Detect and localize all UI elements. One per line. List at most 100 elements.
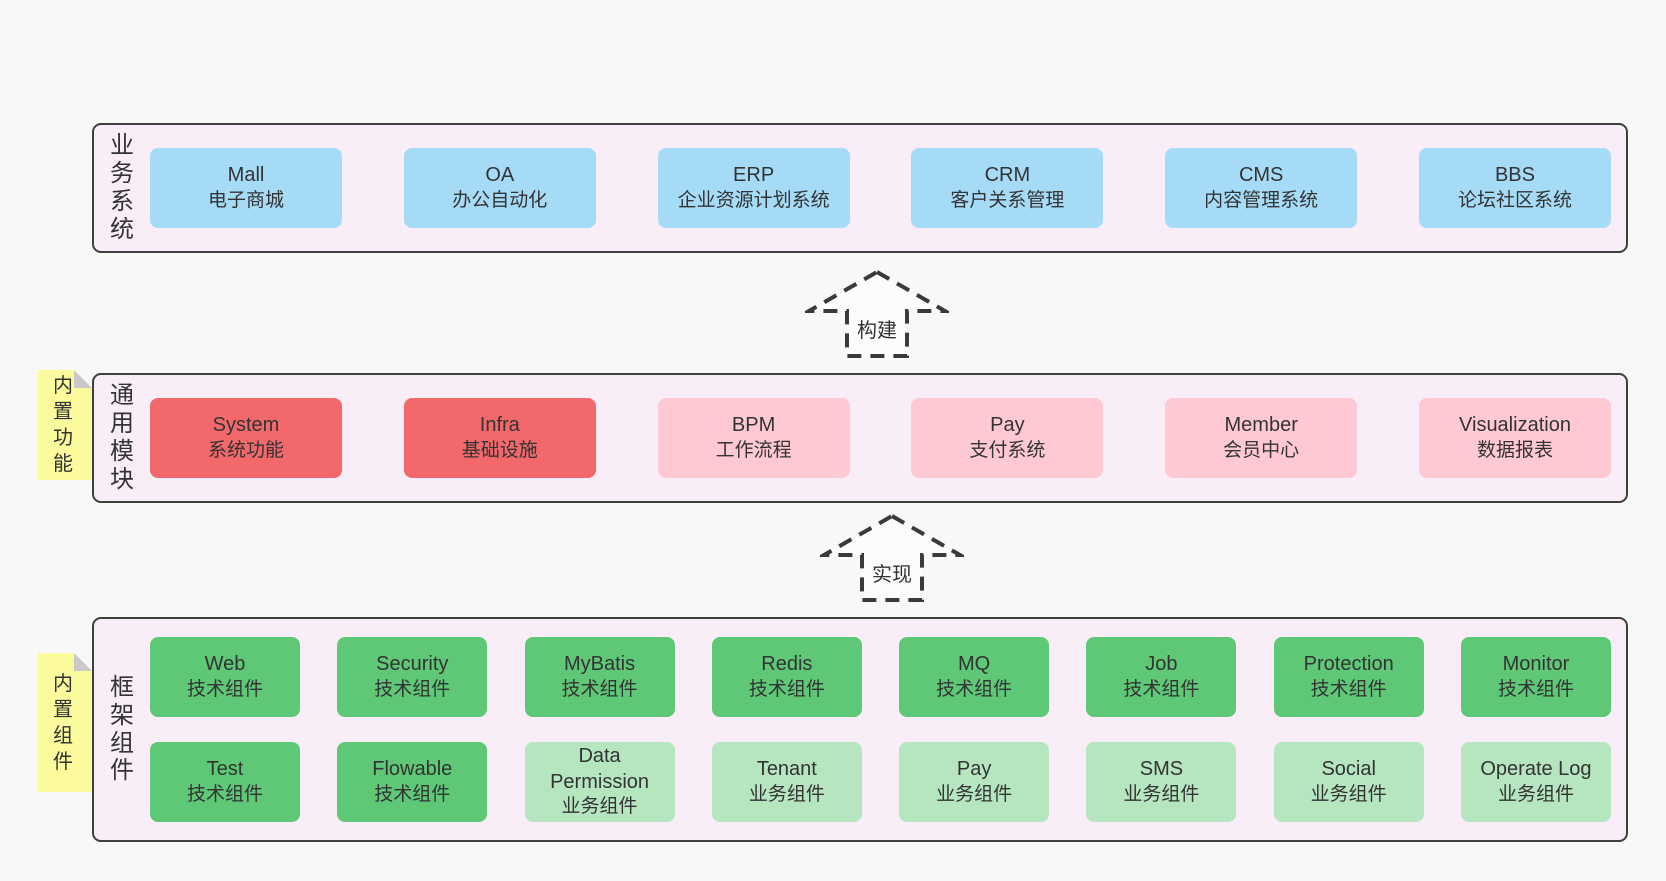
box-title: Pay: [956, 758, 992, 781]
layer-label-business-systems: 业 务 系 统: [110, 132, 134, 243]
sticky-note-built-in-components: 内 置 组 件: [38, 653, 92, 792]
arrow-build-label: 构建: [854, 314, 900, 343]
box-title: Flowable: [372, 758, 453, 781]
box-title: MyBatis: [564, 653, 636, 676]
sticky-note-label: 内 置 功 能: [53, 375, 73, 475]
box-title: BBS: [1494, 164, 1535, 187]
box-subtitle: 会员中心: [1223, 439, 1300, 461]
box-title: OA: [485, 164, 515, 187]
box-title: Test: [206, 758, 244, 781]
box-title: Social: [1321, 758, 1376, 781]
box-subtitle: 数据报表: [1476, 439, 1553, 461]
box-subtitle: 技术组件: [936, 678, 1013, 700]
box-subtitle: 系统功能: [207, 439, 284, 461]
box-title: MQ: [958, 653, 991, 676]
arrow-implement-label: 实现: [869, 558, 915, 587]
box-subtitle: 技术组件: [1497, 678, 1574, 700]
box-title: Monitor: [1502, 653, 1570, 676]
box-subtitle: 基础设施: [461, 439, 538, 461]
box-title: SMS: [1139, 758, 1184, 781]
box-subtitle: 工作流程: [715, 439, 792, 461]
box-title: Tenant: [756, 758, 817, 781]
box-subtitle: 业务组件: [1123, 783, 1200, 805]
box-title: CMS: [1238, 164, 1284, 187]
box-subtitle: 电子商城: [207, 189, 284, 211]
box-subtitle: 技术组件: [374, 678, 451, 700]
layer-label-framework-components: 框 架 组 件: [110, 673, 134, 785]
sticky-note-label: 内 置 组 件: [53, 672, 73, 773]
box-subtitle: 技术组件: [186, 678, 263, 700]
box-subtitle: 企业资源计划系统: [677, 189, 830, 211]
box-subtitle: 业务组件: [1497, 783, 1574, 805]
box-subtitle: 论坛社区系统: [1457, 189, 1572, 211]
box-subtitle: 办公自动化: [452, 189, 548, 211]
box-title: Redis: [761, 653, 813, 676]
box-subtitle: 技术组件: [561, 678, 638, 700]
box-title: Protection: [1303, 653, 1394, 676]
box-title: Mall: [227, 164, 265, 187]
box-subtitle: 业务组件: [748, 783, 825, 805]
box-subtitle: 技术组件: [186, 783, 263, 805]
box-subtitle: 技术组件: [748, 678, 825, 700]
box-data-permission: Data Permission 业务组件: [524, 742, 675, 822]
box-title: Pay: [990, 414, 1025, 437]
box-title: Member: [1224, 414, 1298, 437]
box-title: Job: [1145, 653, 1178, 676]
box-subtitle: 支付系统: [969, 439, 1046, 461]
box-title: System: [212, 414, 280, 437]
box-title: Security: [376, 653, 449, 676]
box-title: Operate Log: [1480, 758, 1592, 781]
box-title: Infra: [479, 414, 520, 437]
box-title: CRM: [984, 164, 1031, 187]
box-title: BPM: [731, 414, 776, 437]
arrow-implement: 实现: [820, 512, 964, 604]
box-subtitle: 业务组件: [561, 796, 638, 818]
layer-label-common-modules: 通 用 模 块: [110, 382, 134, 493]
box-subtitle: 技术组件: [374, 783, 451, 805]
box-title: Visualization: [1459, 414, 1571, 437]
box-title: ERP: [733, 164, 775, 187]
box-subtitle: 客户关系管理: [950, 189, 1065, 211]
sticky-note-built-in-features: 内 置 功 能: [38, 370, 92, 480]
box-title: Data Permission: [550, 745, 650, 793]
box-subtitle: 业务组件: [936, 783, 1013, 805]
box-subtitle: 技术组件: [1310, 678, 1387, 700]
box-subtitle: 技术组件: [1123, 678, 1200, 700]
arrow-build: 构建: [805, 268, 949, 360]
